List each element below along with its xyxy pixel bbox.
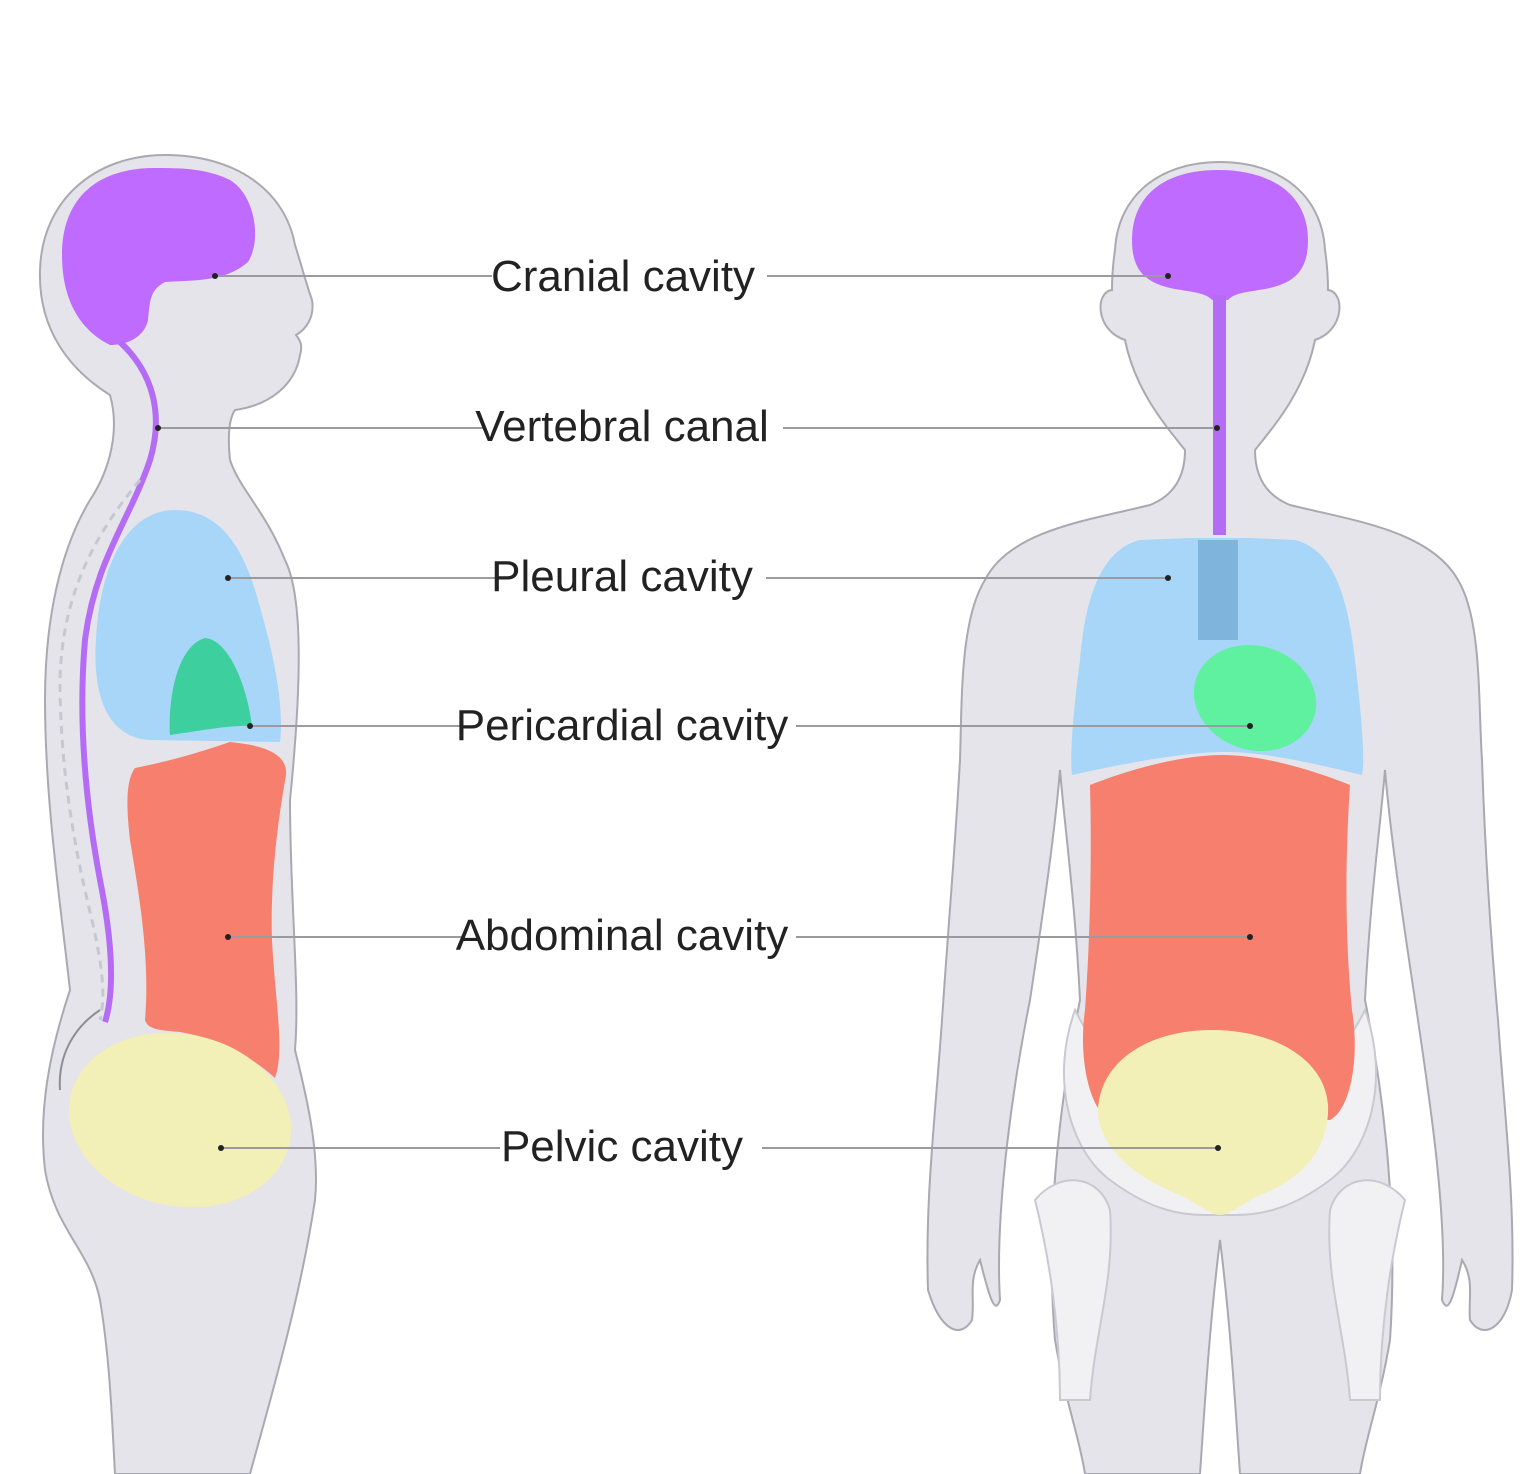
- label-pericardial-cavity: Pericardial cavity: [456, 701, 789, 750]
- label-vertebral-canal: Vertebral canal: [475, 402, 769, 451]
- front-right-femur: [1328, 1179, 1407, 1401]
- dot-pericardial-right: [1247, 723, 1253, 729]
- side-vertebral-canal: [79, 339, 159, 1023]
- front-vertebral-canal: [1213, 295, 1226, 535]
- dot-cranial-right: [1165, 273, 1171, 279]
- dot-pericardial-left: [247, 723, 253, 729]
- side-view-figure: [38, 153, 317, 1474]
- leader-lines: [155, 273, 1253, 1151]
- side-vertebrae: [58, 479, 142, 1021]
- label-abdominal-cavity: Abdominal cavity: [456, 911, 789, 960]
- side-cranial-cavity: [62, 168, 256, 345]
- front-cranial-cavity: [1132, 170, 1308, 300]
- front-trachea: [1198, 540, 1238, 640]
- label-pleural-cavity: Pleural cavity: [491, 552, 753, 601]
- front-pericardial-cavity: [1193, 644, 1317, 752]
- front-left-femur: [1033, 1179, 1112, 1401]
- side-abdominal-cavity: [127, 742, 287, 1078]
- side-pelvic-cavity: [68, 1032, 292, 1208]
- label-pelvic-cavity: Pelvic cavity: [501, 1122, 743, 1171]
- dot-cranial-left: [212, 273, 218, 279]
- side-pericardial-cavity: [169, 638, 252, 735]
- dot-pelvic-left: [218, 1145, 224, 1151]
- dot-abdominal-right: [1247, 934, 1253, 940]
- front-view-figure: [926, 160, 1514, 1474]
- dot-vertebral-right: [1214, 425, 1220, 431]
- dot-pleural-right: [1165, 575, 1171, 581]
- dot-vertebral-left: [155, 425, 161, 431]
- dot-pelvic-right: [1215, 1145, 1221, 1151]
- label-cranial-cavity: Cranial cavity: [491, 252, 755, 301]
- dot-pleural-left: [225, 575, 231, 581]
- front-pelvic-cavity: [1098, 1030, 1329, 1215]
- side-sacrum: [58, 1009, 101, 1091]
- dot-abdominal-left: [225, 934, 231, 940]
- cavity-labels: Cranial cavity Vertebral canal Pleural c…: [456, 252, 789, 1171]
